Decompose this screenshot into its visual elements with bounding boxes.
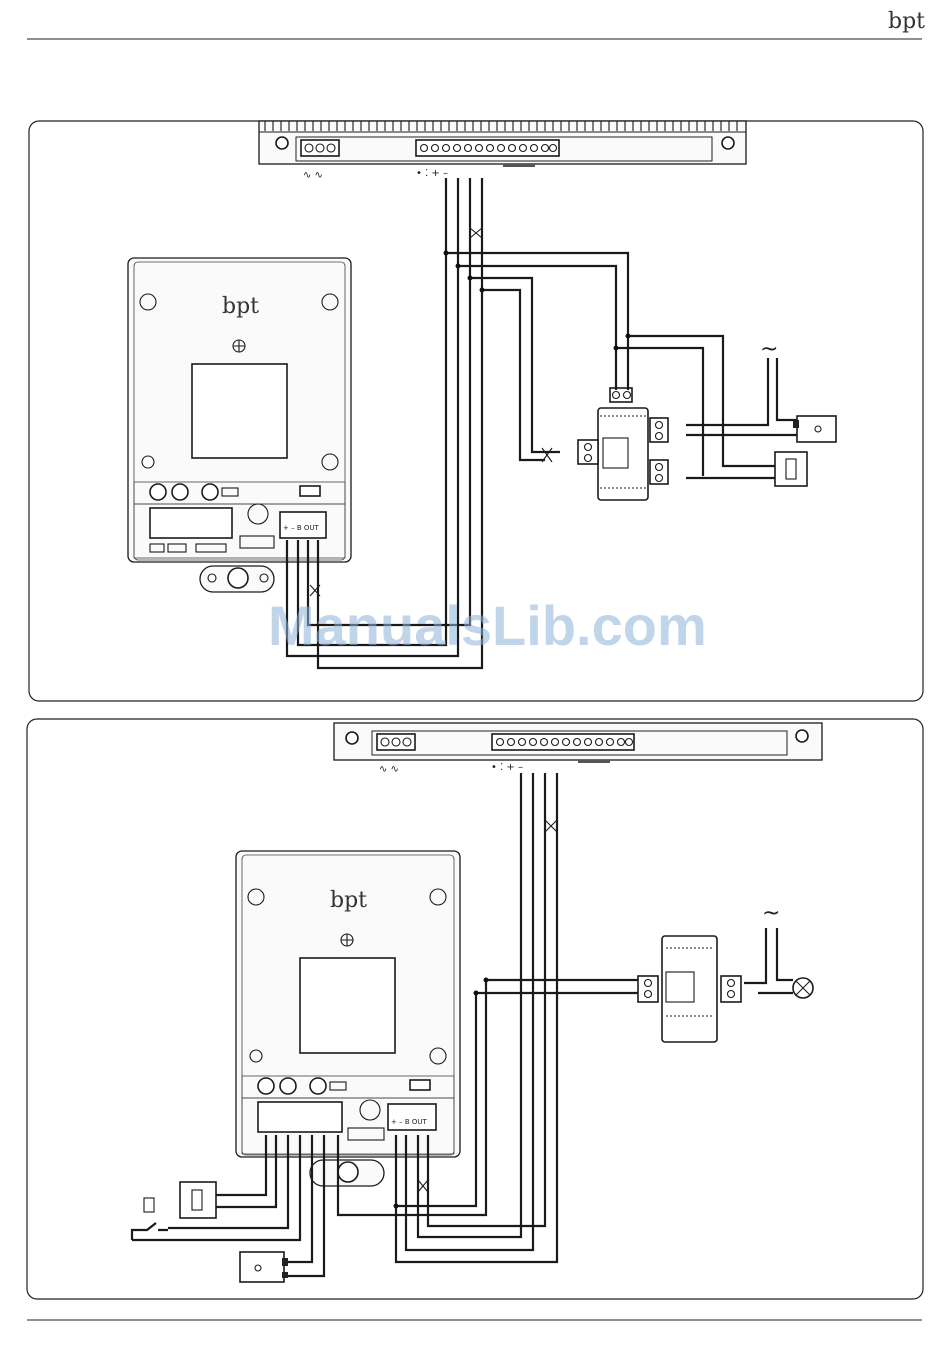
device-1-logo: bpt <box>222 294 259 319</box>
button-unit-icon <box>775 452 807 486</box>
ac-terminal-block <box>301 140 339 156</box>
power-supply-unit-2: ∿ ∿ • ⁚ + – <box>334 723 822 775</box>
out-terminal-label: + – B OUT <box>283 524 319 532</box>
relay-module-2 <box>638 936 741 1042</box>
button-unit-icon-2 <box>180 1182 216 1218</box>
relay-2-body <box>662 936 717 1042</box>
diagram-panel-2: ∿ ∿ • ⁚ + – bpt + – B OUT <box>27 719 923 1299</box>
device-2-logo: bpt <box>330 888 367 913</box>
bus-markers-label-2: • ⁚ + – <box>491 762 523 773</box>
out-terminal-label-2: + – B OUT <box>391 1118 427 1126</box>
header-logo: bpt <box>888 9 925 34</box>
ac-supply-label: ∿ ∿ <box>303 170 323 181</box>
ac-source-icon-2: ~ <box>762 901 780 926</box>
switch-icon <box>132 1198 168 1240</box>
screw-icon <box>276 137 288 149</box>
device-1-terminal-strip-left <box>150 508 232 538</box>
screw-icon <box>346 732 358 744</box>
ac-supply-label-2: ∿ ∿ <box>379 764 399 775</box>
screw-icon <box>722 137 734 149</box>
device-2-terminal-strip-left <box>258 1102 342 1132</box>
entry-panel-device-2: bpt + – B OUT <box>236 851 460 1186</box>
relay-1-body <box>598 408 648 500</box>
relay-module-1 <box>578 388 668 500</box>
device-2-display-window <box>300 958 395 1053</box>
power-supply-unit-1: ∿ ∿ • ⁚ + – <box>259 121 746 181</box>
watermark-text: ManualsLib.com <box>268 594 707 657</box>
device-2-out-terminal <box>388 1104 436 1130</box>
camera-icon <box>793 416 836 442</box>
screw-icon <box>796 730 808 742</box>
bus-markers-label: • ⁚ + – <box>416 168 448 179</box>
lamp-icon <box>793 978 813 998</box>
ac-source-icon: ~ <box>760 337 778 362</box>
camera-icon-2 <box>240 1252 288 1282</box>
device-1-display-window <box>192 364 287 458</box>
ac-terminal-block-2 <box>377 734 415 750</box>
